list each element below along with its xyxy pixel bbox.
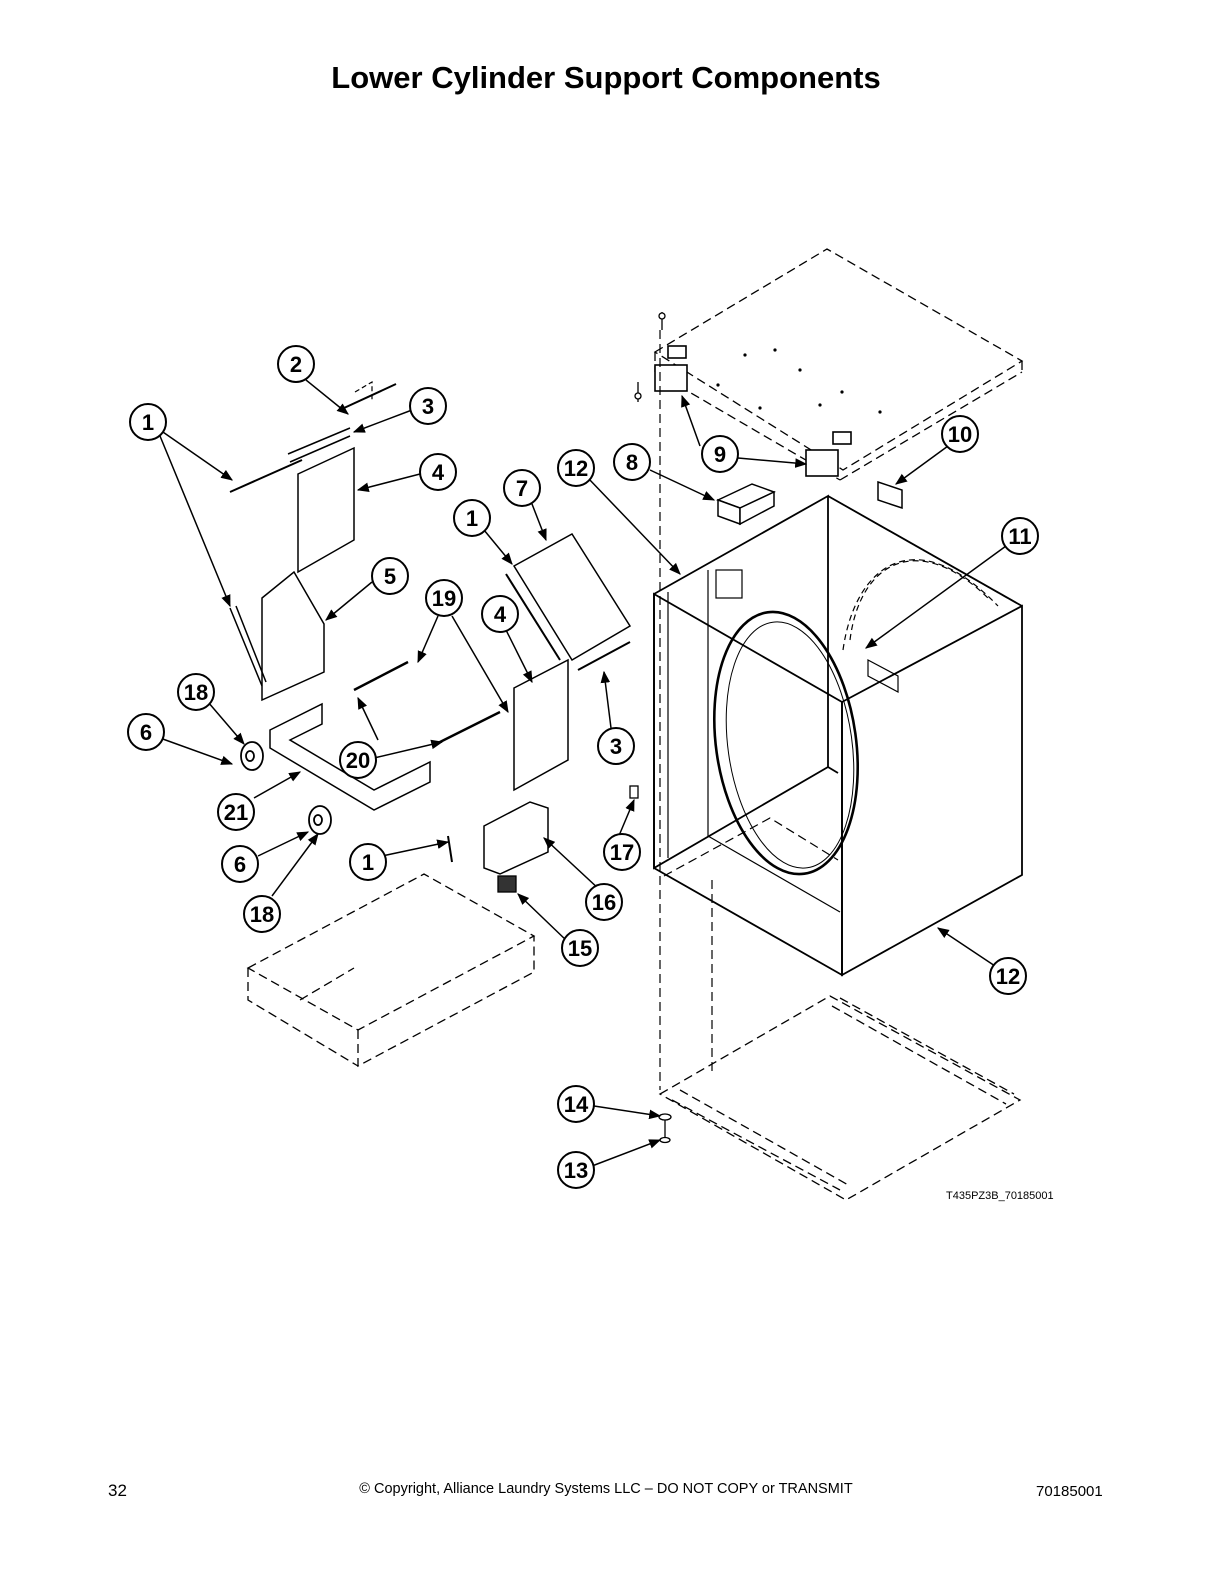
item-16-plate	[483, 801, 549, 875]
callout-label: 18	[250, 902, 274, 927]
page-number: 32	[108, 1481, 127, 1500]
callout-label: 16	[592, 890, 616, 915]
callout-label: 1	[142, 410, 154, 435]
callout-label: 4	[432, 460, 445, 485]
item-4-middle-panel	[513, 658, 569, 792]
item-5-panel	[229, 570, 325, 702]
copyright-notice: © Copyright, Alliance Laundry Systems LL…	[359, 1481, 853, 1497]
callout-label: 15	[568, 936, 592, 961]
callout-label: 5	[384, 564, 396, 589]
callout-label: 6	[140, 720, 152, 745]
cabinet-inner	[667, 569, 899, 913]
document-number: 70185001	[1036, 1483, 1103, 1500]
callout-label: 18	[184, 680, 208, 705]
callout-label: 4	[494, 602, 507, 627]
roller-upper	[240, 741, 264, 771]
roller-lower	[308, 805, 332, 835]
callout-label: 12	[564, 456, 588, 481]
top-cover-dots	[716, 348, 882, 414]
top-cover-ducts	[654, 345, 852, 477]
item-21-saddle	[269, 702, 431, 811]
item-10-plate	[877, 480, 903, 510]
drum-ring	[712, 610, 860, 876]
callout-label: 7	[516, 476, 528, 501]
callout-label: 3	[422, 394, 434, 419]
callout-label: 10	[948, 422, 972, 447]
base-frame	[658, 995, 1022, 1201]
callout-label: 14	[564, 1092, 589, 1117]
item-15-switch	[497, 875, 517, 893]
callout-label: 1	[466, 506, 478, 531]
callout-label: 19	[432, 586, 456, 611]
callout-label: 21	[224, 800, 248, 825]
figure-code: T435PZ3B_70185001	[946, 1190, 1054, 1202]
callout-label: 8	[626, 450, 638, 475]
page-title: Lower Cylinder Support Components	[331, 60, 881, 95]
cabinet	[653, 494, 1023, 977]
callout-label: 20	[346, 748, 370, 773]
callout-label: 9	[714, 442, 726, 467]
item-7-panel	[512, 533, 632, 662]
item-4-upper-panel	[287, 427, 355, 574]
callout-label: 17	[610, 840, 634, 865]
callout-label: 6	[234, 852, 246, 877]
item-8-block	[716, 483, 776, 526]
callouts	[127, 345, 1039, 1189]
lower-tray	[246, 873, 536, 1068]
callout-label: 13	[564, 1158, 588, 1183]
callout-label: 11	[1008, 524, 1031, 549]
callout-label: 2	[290, 352, 302, 377]
callout-label: 1	[362, 850, 374, 875]
callout-label: 3	[610, 734, 622, 759]
callout-label: 12	[996, 964, 1020, 989]
